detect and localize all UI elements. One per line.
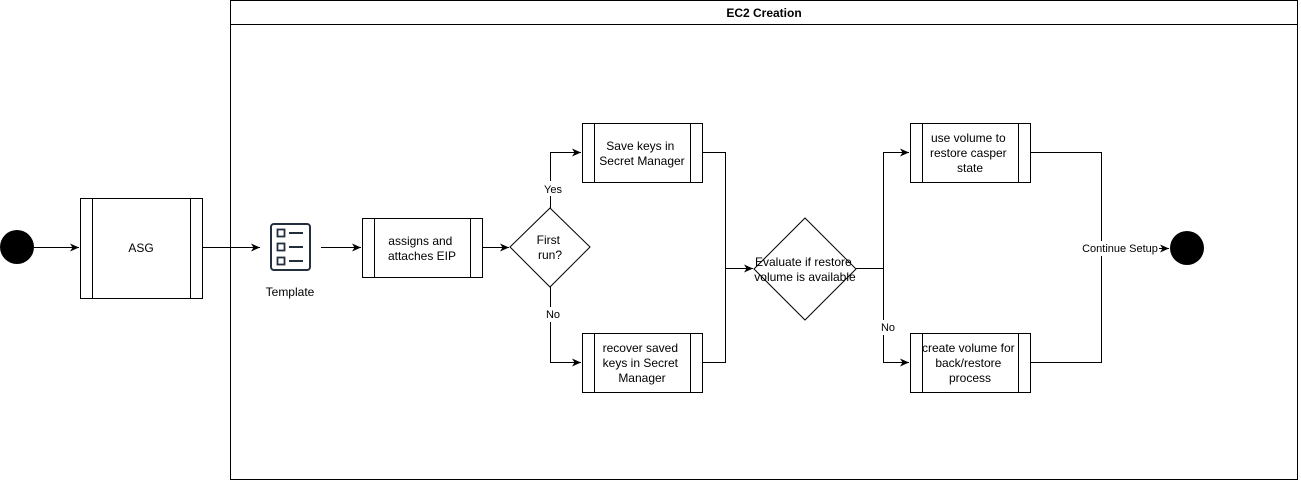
evaluate-restore-decision[interactable]: Evaluate if restore volume is available [753, 217, 857, 321]
use-volume-line-3: state [957, 161, 983, 175]
edge-label-no-restore: No [881, 322, 895, 334]
save-keys-line-1: Save keys in [606, 139, 674, 153]
asg-label: ASG [128, 241, 153, 255]
recover-keys-process[interactable]: recover saved keys in Secret Manager [582, 333, 703, 393]
container-title: EC2 Creation [726, 6, 801, 20]
checklist-template-icon[interactable] [270, 223, 311, 271]
create-volume-label: create volume for back/restore process [922, 341, 1018, 385]
edge-label-continue: Continue Setup [1082, 243, 1158, 255]
asg-process[interactable]: ASG [80, 198, 203, 299]
use-volume-line-2: restore casper [930, 146, 1007, 160]
edge-create-volume-to-end [1030, 248, 1102, 363]
use-volume-process[interactable]: use volume to restore casper state [910, 123, 1031, 183]
create-volume-line-2: back/restore [935, 356, 1001, 370]
edge-recover-to-evaluate [702, 268, 726, 363]
assign-eip-label: assigns and attaches EIP [388, 234, 456, 263]
save-keys-process[interactable]: Save keys in Secret Manager [582, 123, 703, 183]
edge-label-yes: Yes [544, 184, 562, 196]
edge-evaluate-no [883, 268, 909, 367]
first-run-line-1: First [537, 233, 561, 247]
recover-keys-label: recover saved keys in Secret Manager [603, 341, 682, 385]
assign-eip-line-2: attaches EIP [388, 249, 456, 263]
assign-eip-process[interactable]: assigns and attaches EIP [362, 218, 483, 278]
edge-evaluate-to-use-volume [856, 148, 909, 269]
start-node[interactable] [0, 230, 34, 264]
create-volume-line-3: process [949, 371, 991, 385]
template-label: Template [266, 285, 315, 299]
edge-label-no-first: No [546, 309, 560, 321]
recover-keys-line-1: recover saved [603, 341, 678, 355]
assign-eip-line-1: assigns and [388, 234, 452, 248]
recover-keys-line-2: keys in Secret [603, 356, 679, 370]
evaluate-restore-line-1: Evaluate if restore [755, 255, 852, 269]
save-keys-label: Save keys in Secret Manager [599, 139, 684, 168]
evaluate-restore-label: Evaluate if restore volume is available [754, 255, 856, 284]
evaluate-restore-line-2: volume is available [754, 270, 856, 284]
save-keys-line-2: Secret Manager [599, 154, 684, 168]
first-run-line-2: run? [538, 248, 562, 262]
use-volume-label: use volume to restore casper state [930, 131, 1010, 175]
recover-keys-line-3: Manager [618, 371, 665, 385]
create-volume-process[interactable]: create volume for back/restore process [910, 333, 1031, 393]
use-volume-line-1: use volume to [931, 131, 1006, 145]
end-node[interactable] [1170, 231, 1204, 265]
create-volume-line-1: create volume for [922, 341, 1015, 355]
first-run-label: First run? [537, 233, 564, 262]
edge-save-to-evaluate [702, 152, 753, 273]
